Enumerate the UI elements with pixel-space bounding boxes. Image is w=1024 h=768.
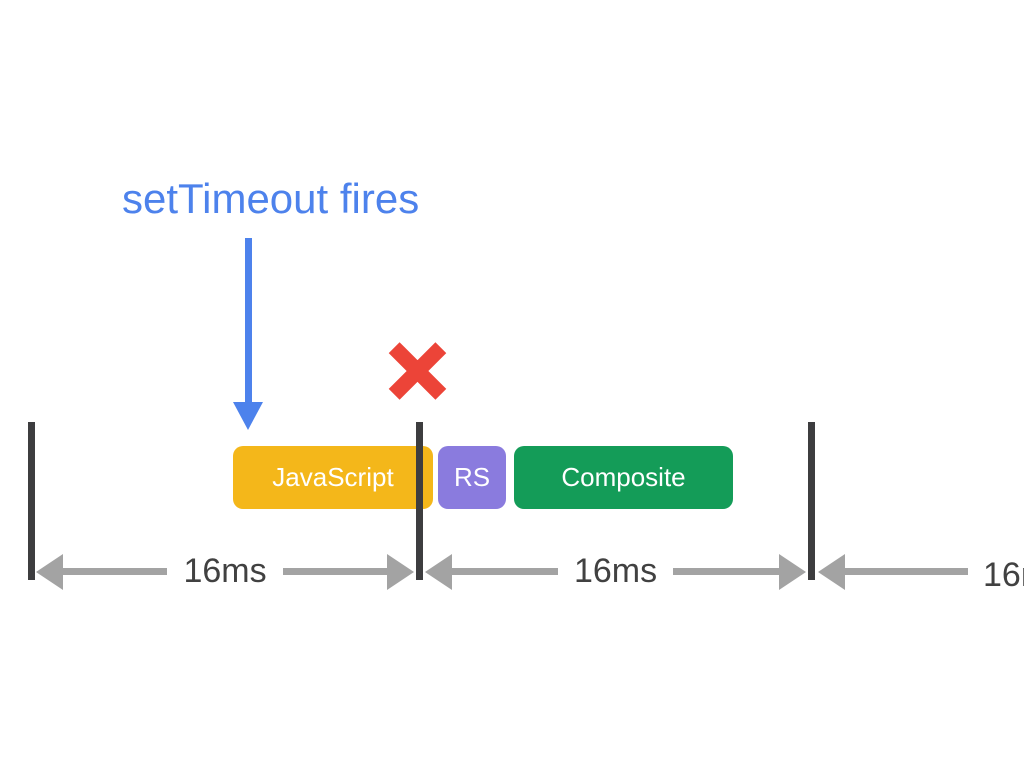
measure-line [673, 568, 780, 575]
render-style-block: RS [438, 446, 506, 509]
settimeout-arrow-icon [233, 238, 263, 430]
measure-line [845, 568, 968, 575]
frame-boundary-tick-3 [808, 422, 815, 580]
arrowhead-right-icon [779, 553, 807, 590]
arrowhead-left-icon [36, 553, 63, 590]
arrow-head [233, 402, 263, 430]
frame-boundary-tick-1 [28, 422, 35, 580]
arrow-shaft [244, 238, 252, 402]
render-style-block-label: RS [453, 462, 491, 492]
composite-block: Composite [514, 446, 733, 509]
frame-measure-2: 16ms [425, 552, 807, 590]
arrowhead-left-icon [425, 553, 452, 590]
frame-measure-3 [818, 553, 968, 590]
measure-line [452, 568, 558, 575]
javascript-block: JavaScript [233, 446, 433, 509]
frame-measure-1: 16ms [36, 552, 415, 590]
measure-line [63, 568, 168, 575]
javascript-block-label: JavaScript [272, 462, 394, 492]
missed-frame-x-icon [388, 342, 447, 400]
frame-duration-label-3: 16ms [983, 556, 1024, 594]
arrowhead-right-icon [387, 553, 415, 590]
frame-boundary-tick-2 [416, 422, 423, 580]
composite-block-label: Composite [561, 462, 686, 492]
settimeout-fires-label: setTimeout fires [122, 175, 420, 222]
arrowhead-left-icon [818, 553, 845, 590]
measure-line [282, 568, 388, 575]
frame-duration-label-1: 16ms [183, 552, 267, 590]
frame-duration-label-2: 16ms [573, 552, 658, 590]
